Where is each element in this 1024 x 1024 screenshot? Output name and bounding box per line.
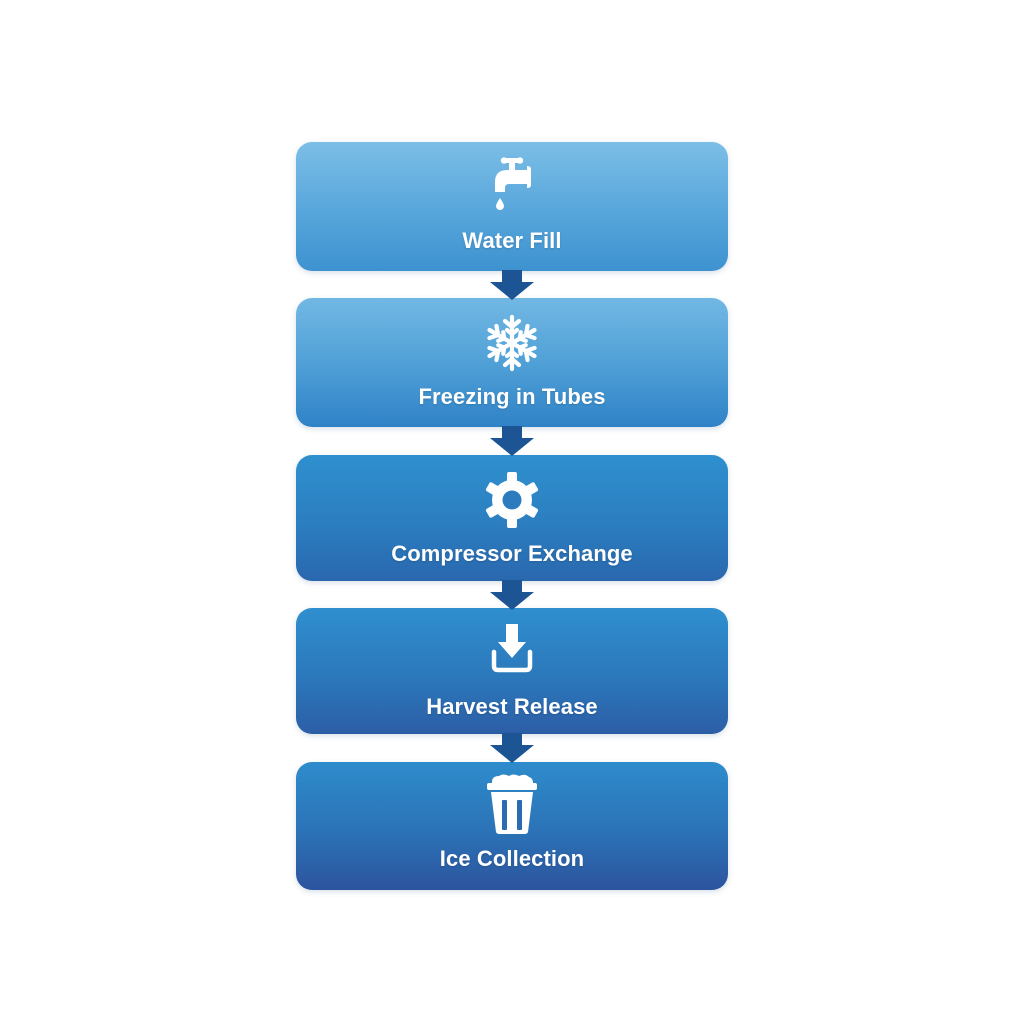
step-label: Harvest Release [426, 694, 598, 719]
down-arrow-icon [490, 733, 534, 763]
step-label: Compressor Exchange [391, 541, 633, 566]
gear-icon [477, 465, 547, 535]
down-arrow-icon [490, 426, 534, 456]
step-label: Water Fill [462, 228, 562, 253]
step-label: Ice Collection [439, 846, 585, 871]
download-tray-icon [477, 618, 547, 688]
faucet-icon [477, 152, 547, 222]
down-arrow-icon [490, 270, 534, 300]
step-label: Freezing in Tubes [418, 384, 606, 409]
snowflake-icon [477, 308, 547, 378]
step-water-fill: Water Fill [296, 142, 728, 271]
ice-bucket-icon [477, 770, 547, 840]
step-freezing-in-tubes: Freezing in Tubes [296, 298, 728, 427]
step-harvest-release: Harvest Release [296, 608, 728, 734]
down-arrow-icon [490, 580, 534, 610]
step-ice-collection: Ice Collection [296, 762, 728, 890]
step-compressor-exchange: Compressor Exchange [296, 455, 728, 581]
